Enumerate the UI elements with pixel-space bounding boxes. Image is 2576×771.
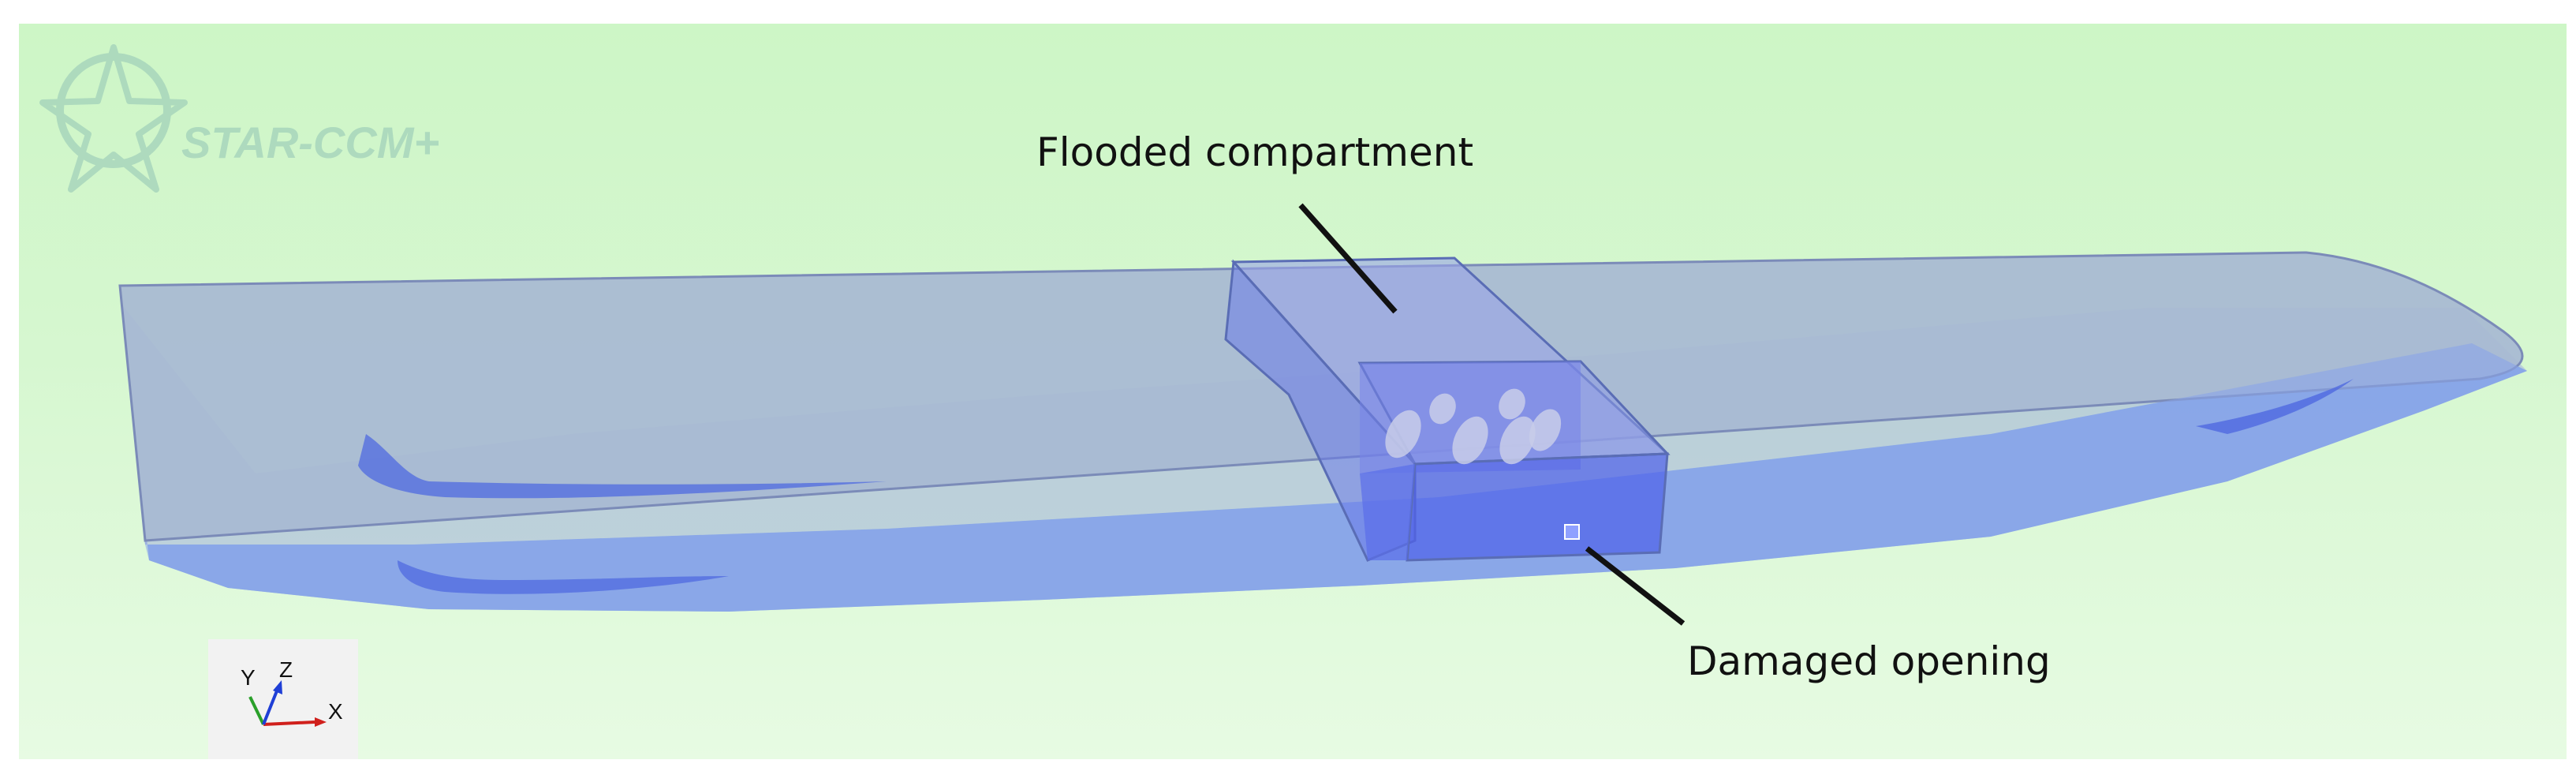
flooded-compartment-box [1224, 256, 1671, 562]
z-axis-arrow-icon [273, 680, 282, 694]
logo-wordmark: STAR-CCM+ [181, 118, 439, 167]
triad-y-label: Y [241, 665, 256, 690]
hull-keel-edge [145, 343, 2527, 612]
bow-fin [2196, 379, 2354, 434]
hull-model-scene[interactable]: STAR-CCM+ [19, 24, 2567, 759]
star-ccm-logo: STAR-CCM+ [39, 44, 439, 193]
x-axis-arrow-icon [315, 717, 327, 727]
logo-star-icon [39, 44, 188, 193]
logo-ring-icon [56, 53, 171, 168]
bilge-fin-forward [358, 434, 887, 499]
damaged-opening [1564, 524, 1580, 540]
coordinate-triad[interactable]: Y Z X [208, 639, 358, 759]
z-axis-icon [262, 688, 279, 725]
y-axis-icon [248, 696, 265, 725]
triad-z-label: Z [279, 657, 293, 682]
damaged-leader-line [1585, 546, 1686, 626]
flooded-compartment-label: Flooded compartment [1036, 129, 1473, 175]
star-ccm-viewport[interactable]: STAR-CCM+ [19, 24, 2567, 759]
flooded-leader-line [1298, 203, 1398, 314]
bilge-fin-aft [398, 560, 729, 594]
x-axis-icon [263, 720, 315, 726]
damaged-opening-label: Damaged opening [1687, 638, 2051, 684]
triad-x-label: X [328, 699, 343, 724]
triad-background [208, 639, 358, 759]
